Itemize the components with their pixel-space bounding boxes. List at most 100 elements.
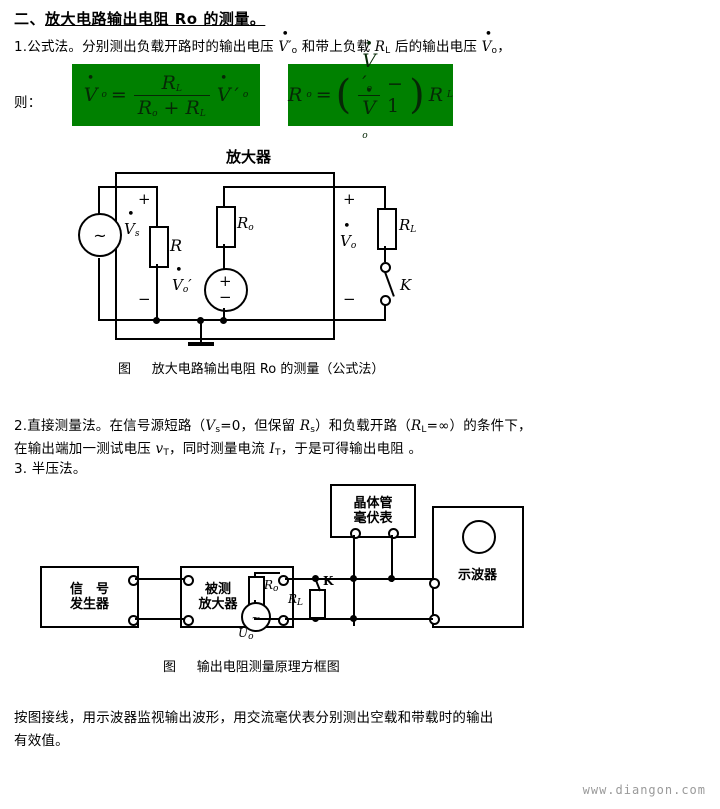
paragraph-2-line-2: 在输出端加一测试电压 vT，同时测量电流 IT，于是可得输出电阻 。 xyxy=(14,441,423,458)
node-meter-top xyxy=(350,575,357,582)
formula-2-content: Ro = ( V′o Vo − 1 ) RL xyxy=(288,37,453,141)
ac-source-symbol: ~ xyxy=(78,213,122,257)
signal-generator-terminal-top[interactable] xyxy=(128,575,139,586)
wire-ro-upper xyxy=(223,186,225,206)
source-voltage-label: Vs xyxy=(124,207,139,239)
resistor-ro-label: Ro xyxy=(237,214,254,233)
resistor-rl-2 xyxy=(309,589,326,619)
node-meter-bottom xyxy=(350,615,357,622)
amplifier-terminal-out-bottom[interactable] xyxy=(278,615,289,626)
resistor-rl-2-label: RL xyxy=(288,592,304,608)
millivoltmeter-line-2: 毫伏表 xyxy=(353,511,393,526)
wire-scope-top xyxy=(355,578,433,580)
source-minus-sign: − xyxy=(138,290,151,308)
paragraph-3: 3. 半压法。 xyxy=(14,461,87,477)
wire-inner-source-bottom xyxy=(223,308,225,321)
amplifier-terminal-out-top[interactable] xyxy=(278,575,289,586)
wire-ro2-top xyxy=(254,572,280,574)
formula-box-2: Ro = ( V′o Vo − 1 ) RL xyxy=(288,37,453,141)
wire-out2-bottom xyxy=(285,618,355,620)
amplifier-label: 放大器 xyxy=(226,148,272,166)
switch-label: K xyxy=(400,276,412,294)
paragraph-1: 1.公式法。分别测出负载开路时的输出电压 V′o 和带上负载 RL 后的输出电压… xyxy=(14,23,511,63)
title-text: 放大电路输出电阻 Ro 的测量。 xyxy=(45,10,266,28)
watermark: www.diangon.com xyxy=(582,783,706,797)
signal-generator-terminal-bottom[interactable] xyxy=(128,615,139,626)
paragraph-2-line-1: 2.直接测量法。在信号源短路（Vs=0，但保留 Rs）和负载开路（RL=∞）的条… xyxy=(14,418,532,435)
wire-src2-bottom xyxy=(254,618,280,620)
inner-source-label: Vo′ xyxy=(172,263,192,295)
amplifier-box-left xyxy=(115,172,117,340)
switch-blade[interactable] xyxy=(384,271,395,297)
wire-source-bottom-left xyxy=(98,258,100,321)
resistor-r xyxy=(149,226,169,268)
output-minus-sign: − xyxy=(343,290,356,308)
output-plus-sign: + xyxy=(343,190,356,208)
inner-source-minus: − xyxy=(219,288,232,306)
wire-switch-bottom xyxy=(384,304,386,321)
wire-rl-top xyxy=(384,186,386,208)
title-prefix: 二、 xyxy=(14,10,46,28)
wire-bottom-rail xyxy=(156,319,386,321)
wire-ro-top xyxy=(223,186,333,188)
resistor-r-label: R xyxy=(170,236,183,255)
ground-bar xyxy=(188,342,214,346)
source-plus-sign: + xyxy=(138,190,151,208)
ground-stem xyxy=(200,319,202,344)
formula-1-content: Vo = RL Ro + RL V′o xyxy=(84,71,249,119)
wire-out-top xyxy=(333,186,386,188)
paragraph-4-line-2: 有效值。 xyxy=(14,733,69,749)
wire-ro-lower xyxy=(223,244,225,270)
wire-r-top xyxy=(156,186,158,226)
wire-gen-amp-top xyxy=(135,578,184,580)
millivoltmeter-line-1: 晶体管 xyxy=(353,496,393,511)
wire-ro2-bottom xyxy=(254,600,256,604)
amplifier-terminal-in-top[interactable] xyxy=(183,575,194,586)
resistor-rl-label: RL xyxy=(399,216,417,235)
wire-ro2-stub xyxy=(254,572,256,578)
millivoltmeter-terminal-left[interactable] xyxy=(350,528,361,539)
oscilloscope-label: 示波器 xyxy=(458,568,498,583)
switch-label-2: K xyxy=(323,574,334,588)
wire-scope-bottom xyxy=(355,618,433,620)
inner-source-2-label: Uo xyxy=(238,626,254,642)
figure-2-caption: 图 输出电阻测量原理方框图 xyxy=(163,660,340,675)
figure-2-block-diagram: 晶体管 毫伏表 示波器 信 号 发生器 被测 放大器 xyxy=(20,482,524,647)
block-signal-generator: 信 号 发生器 xyxy=(40,566,139,628)
oscilloscope-screen-icon xyxy=(462,520,496,554)
signal-generator-line-2: 发生器 xyxy=(69,597,109,612)
then-label: 则： xyxy=(14,95,42,111)
figure-1-circuit: 放大器 ~ Vs + − R Ro + xyxy=(78,148,440,348)
figure-1-caption: 图 放大电路输出电阻 Ro 的测量（公式法） xyxy=(118,362,385,377)
inner-source-plus: + xyxy=(219,272,232,290)
wire-mv-right xyxy=(391,535,393,582)
wire-out2-top xyxy=(285,578,355,580)
wire-rl-bottom xyxy=(384,246,386,262)
wire-gen-amp-bottom xyxy=(135,618,184,620)
amplifier-box-bottom xyxy=(115,338,335,340)
inner-source-symbol-2: ~ xyxy=(241,602,271,632)
resistor-ro xyxy=(216,206,236,248)
oscilloscope-terminal-top[interactable] xyxy=(429,578,440,589)
formula-box-1: Vo = RL Ro + RL V′o xyxy=(72,64,260,126)
wire-source-top-left xyxy=(98,186,100,216)
output-voltage-label: Vo xyxy=(340,219,356,251)
amplifier-box-right xyxy=(333,172,335,340)
block-amplifier-under-test: 被测 放大器 xyxy=(180,566,294,628)
wire-r-bottom xyxy=(156,264,158,321)
amplifier-terminal-in-bottom[interactable] xyxy=(183,615,194,626)
wire-source-top xyxy=(98,186,158,188)
paragraph-4-line-1: 按图接线，用示波器监视输出波形，用交流毫伏表分别测出空载和带载时的输出 xyxy=(14,710,494,726)
resistor-ro-2-label: Ro xyxy=(264,578,279,594)
amplifier-under-test-line-2: 放大器 xyxy=(198,597,238,612)
node-ground xyxy=(197,317,204,324)
page-title: 二、放大电路输出电阻 Ro 的测量。 xyxy=(14,8,265,29)
resistor-rl xyxy=(377,208,397,250)
inner-source-symbol xyxy=(204,268,248,312)
millivoltmeter-terminal-right[interactable] xyxy=(388,528,399,539)
block-millivoltmeter: 晶体管 毫伏表 xyxy=(330,484,416,538)
amplifier-under-test-line-1: 被测 xyxy=(204,582,231,597)
wire-source-bottom xyxy=(98,319,158,321)
signal-generator-line-1: 信 号 xyxy=(69,582,109,597)
